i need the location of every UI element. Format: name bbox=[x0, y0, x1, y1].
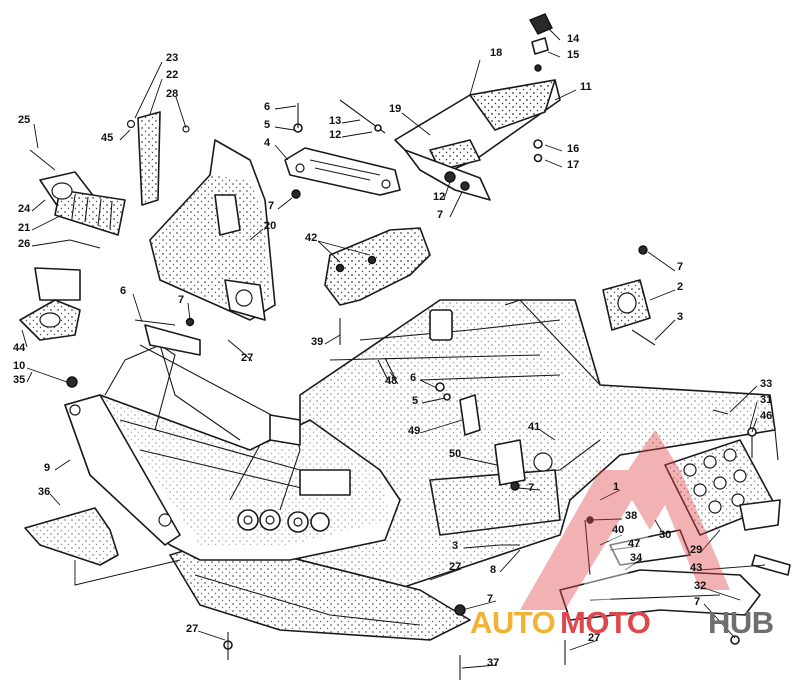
callout-43: 43 bbox=[690, 562, 702, 574]
callout-13: 13 bbox=[329, 115, 341, 127]
callout-7: 7 bbox=[268, 200, 274, 212]
callout-16: 16 bbox=[567, 143, 579, 155]
air-intake bbox=[29, 149, 126, 249]
callout-18: 18 bbox=[490, 47, 502, 59]
steering-support-plate bbox=[284, 103, 401, 199]
callout-numbers: 1415181116172322284565413121971272524212… bbox=[13, 33, 772, 669]
callout-7: 7 bbox=[437, 209, 443, 221]
callout-27: 27 bbox=[588, 632, 600, 644]
callout-39: 39 bbox=[311, 336, 323, 348]
callout-24: 24 bbox=[18, 203, 31, 215]
exhaust-heat-shield bbox=[324, 227, 431, 345]
console-tray bbox=[339, 13, 561, 201]
callout-34: 34 bbox=[630, 552, 643, 564]
callout-6: 6 bbox=[120, 285, 126, 297]
callout-49: 49 bbox=[408, 425, 420, 437]
callout-47: 47 bbox=[628, 538, 640, 550]
callout-30: 30 bbox=[659, 529, 671, 541]
callout-27: 27 bbox=[449, 561, 461, 573]
windshield-trim bbox=[24, 507, 181, 586]
callout-38: 38 bbox=[625, 510, 637, 522]
watermark-logo-mark bbox=[520, 430, 730, 610]
callout-32: 32 bbox=[694, 580, 706, 592]
callout-46: 46 bbox=[760, 410, 772, 422]
side-panel-bracket bbox=[602, 245, 656, 346]
callout-3: 3 bbox=[452, 540, 458, 552]
watermark-moto: MOTO bbox=[560, 605, 650, 640]
rear-mounting-plate bbox=[664, 427, 781, 536]
callout-7: 7 bbox=[178, 294, 184, 306]
callout-11: 11 bbox=[580, 81, 592, 93]
nose-cone bbox=[149, 139, 276, 321]
watermark-hub: HUB bbox=[708, 605, 774, 640]
callout-41: 41 bbox=[528, 421, 540, 433]
callout-27: 27 bbox=[241, 352, 253, 364]
callout-28: 28 bbox=[166, 88, 178, 100]
callout-48: 48 bbox=[385, 375, 397, 387]
spindle-brackets bbox=[237, 509, 330, 533]
callout-26: 26 bbox=[18, 238, 30, 250]
callout-25: 25 bbox=[18, 114, 30, 126]
chassis-tunnel bbox=[299, 299, 776, 596]
callout-5: 5 bbox=[264, 119, 270, 131]
callout-6: 6 bbox=[410, 372, 416, 384]
gusset-plate bbox=[19, 267, 81, 388]
callout-7: 7 bbox=[487, 593, 493, 605]
callout-10: 10 bbox=[13, 360, 25, 372]
fasteners bbox=[134, 317, 729, 680]
callout-12: 12 bbox=[433, 191, 445, 203]
callout-20: 20 bbox=[264, 220, 276, 232]
callout-7: 7 bbox=[528, 482, 534, 494]
callout-3: 3 bbox=[677, 311, 683, 323]
callout-9: 9 bbox=[44, 462, 50, 474]
callout-15: 15 bbox=[567, 49, 579, 61]
callout-29: 29 bbox=[690, 544, 702, 556]
callout-23: 23 bbox=[166, 52, 178, 64]
callout-33: 33 bbox=[760, 378, 772, 390]
callout-7: 7 bbox=[694, 596, 700, 608]
callout-50: 50 bbox=[449, 448, 461, 460]
callout-40: 40 bbox=[612, 524, 624, 536]
callout-19: 19 bbox=[389, 103, 401, 115]
watermark-auto: AUTO bbox=[470, 605, 555, 640]
callout-4: 4 bbox=[264, 137, 271, 149]
callout-31: 31 bbox=[760, 394, 772, 406]
callout-44: 44 bbox=[13, 342, 26, 354]
callout-36: 36 bbox=[38, 486, 50, 498]
callout-22: 22 bbox=[166, 69, 178, 81]
callout-1: 1 bbox=[613, 481, 619, 493]
callout-17: 17 bbox=[567, 159, 579, 171]
rear-bumper bbox=[559, 516, 791, 645]
automotohub-watermark: AUTO MOTO HUB bbox=[470, 430, 774, 640]
callout-6: 6 bbox=[264, 101, 270, 113]
callout-2: 2 bbox=[677, 281, 683, 293]
callout-5: 5 bbox=[412, 395, 418, 407]
callout-14: 14 bbox=[567, 33, 580, 45]
callout-12: 12 bbox=[329, 129, 341, 141]
callout-8: 8 bbox=[490, 564, 496, 576]
belly-pan bbox=[169, 539, 471, 641]
callout-42: 42 bbox=[305, 232, 317, 244]
callout-7: 7 bbox=[677, 261, 683, 273]
callout-45: 45 bbox=[101, 132, 113, 144]
callout-35: 35 bbox=[13, 374, 25, 386]
shroud-bracket bbox=[126, 111, 190, 206]
leader-lines bbox=[21, 27, 766, 669]
callout-37: 37 bbox=[487, 657, 499, 669]
callout-27: 27 bbox=[186, 623, 198, 635]
callout-21: 21 bbox=[18, 222, 30, 234]
